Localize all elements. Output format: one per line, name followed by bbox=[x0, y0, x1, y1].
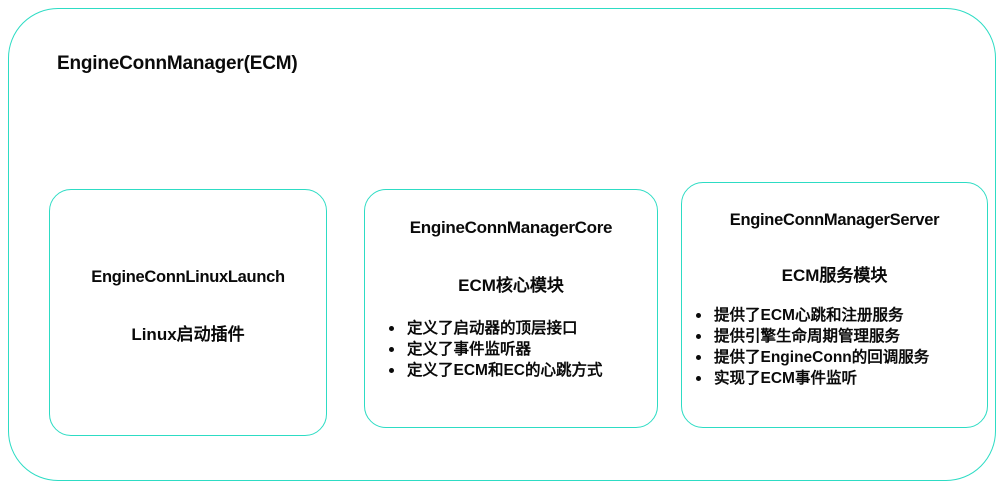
module-subheading: ECM服务模块 bbox=[781, 266, 888, 285]
module-box-engine-conn-linux-launch: EngineConnLinuxLaunch Linux启动插件 bbox=[49, 189, 327, 436]
list-item: 提供了ECM心跳和注册服务 bbox=[690, 305, 987, 326]
module-box-engine-conn-manager-server: EngineConnManagerServer ECM服务模块 提供了ECM心跳… bbox=[681, 182, 988, 428]
module-heading: EngineConnManagerCore bbox=[409, 218, 613, 237]
ecm-outer-container: EngineConnManager(ECM) EngineConnLinuxLa… bbox=[8, 8, 996, 481]
list-item: 实现了ECM事件监听 bbox=[690, 368, 987, 389]
module-feature-list: 提供了ECM心跳和注册服务 提供引擎生命周期管理服务 提供了EngineConn… bbox=[690, 305, 987, 389]
module-subheading: ECM核心模块 bbox=[458, 276, 564, 295]
list-item: 定义了启动器的顶层接口 bbox=[383, 318, 657, 339]
list-item: 定义了事件监听器 bbox=[383, 339, 657, 360]
module-box-engine-conn-manager-core: EngineConnManagerCore ECM核心模块 定义了启动器的顶层接… bbox=[364, 189, 658, 428]
list-item: 提供了EngineConn的回调服务 bbox=[690, 347, 987, 368]
module-heading: EngineConnLinuxLaunch bbox=[91, 268, 285, 286]
list-item: 定义了ECM和EC的心跳方式 bbox=[383, 360, 657, 381]
list-item: 提供引擎生命周期管理服务 bbox=[690, 326, 987, 347]
module-feature-list: 定义了启动器的顶层接口 定义了事件监听器 定义了ECM和EC的心跳方式 bbox=[383, 318, 657, 381]
page-title: EngineConnManager(ECM) bbox=[57, 53, 298, 74]
module-subheading: Linux启动插件 bbox=[131, 325, 245, 344]
module-heading: EngineConnManagerServer bbox=[729, 211, 940, 229]
